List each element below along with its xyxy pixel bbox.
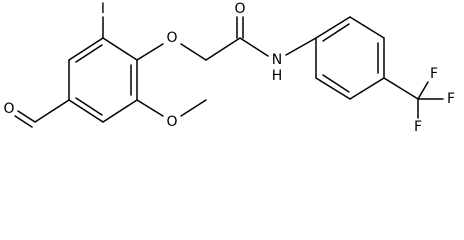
bond-c5-cho <box>34 99 70 123</box>
bond-d2-d3 <box>349 16 385 39</box>
bond-c2-ether-o <box>136 43 164 61</box>
bond-carbonyl-nitrogen <box>239 37 269 57</box>
amide-nitrogen-label: N <box>272 52 282 68</box>
bond-nitrogen-aryl <box>285 37 317 56</box>
bond-ch2-carbonyl <box>205 37 241 61</box>
right-benzene-ring <box>315 16 385 100</box>
bond-d5-d6 <box>315 77 351 100</box>
fluorine-top-label: F <box>430 66 438 82</box>
bond-c1-c2 <box>102 37 138 61</box>
bond-cf3-f-top <box>417 81 429 100</box>
double-bond-cho-o-a <box>17 110 36 123</box>
ether-oxygen-label: O <box>166 30 177 46</box>
trifluoromethyl-group <box>383 77 444 119</box>
methoxy-oxygen-label: O <box>166 114 177 130</box>
bond-c3-c4 <box>102 99 138 123</box>
amide-hydrogen-label: H <box>272 68 283 84</box>
bond-c3-methoxy-o <box>136 99 164 117</box>
double-bond-d5-d6 <box>322 74 350 93</box>
fluorine-right-label: F <box>447 91 455 107</box>
iodine-label: I <box>101 1 105 17</box>
fluorine-bottom-label: F <box>414 119 422 135</box>
double-bond-d1-d2 <box>322 23 350 42</box>
aldehyde-oxygen-label: O <box>3 101 14 117</box>
double-bond-c4-c5 <box>75 97 103 116</box>
bond-d1-d2 <box>315 16 351 39</box>
bond-d4-cf3 <box>383 77 419 100</box>
double-bond-cho-o-b <box>14 115 33 128</box>
chemical-structure: O I O O N H O F F F <box>3 1 455 135</box>
left-benzene-ring <box>68 37 138 123</box>
bond-methoxy-o-methyl <box>180 99 207 117</box>
carbonyl-oxygen-label: O <box>234 1 245 17</box>
double-bond-c6-c1 <box>75 44 103 63</box>
bond-c4-c5 <box>68 99 104 123</box>
aldehyde-group <box>14 99 70 128</box>
bond-ether-o-ch2 <box>180 43 207 61</box>
bond-d4-d5 <box>349 77 385 100</box>
bond-c6-c1 <box>68 37 104 61</box>
